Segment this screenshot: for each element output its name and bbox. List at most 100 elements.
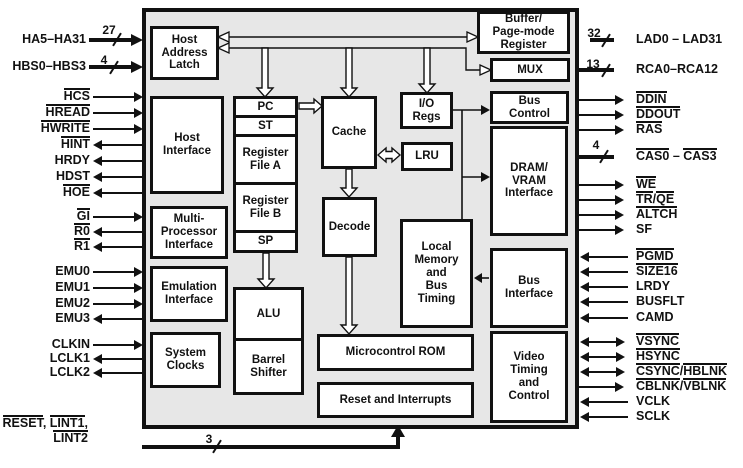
overlined-signal: R1 [74, 239, 90, 253]
block-label: Register [242, 146, 289, 159]
block-label: MUX [517, 63, 543, 76]
pin-label-hoe: HOE [63, 185, 90, 200]
block-lru: LRU [401, 142, 453, 171]
pin-wire [101, 358, 146, 360]
block-label: Reset and Interrupts [339, 393, 452, 406]
pin-label-hread: HREAD [46, 105, 90, 120]
decode-to-rom-arrow [339, 256, 359, 336]
block-label: LRU [415, 150, 439, 163]
pc-to-cache-arrow [298, 97, 324, 115]
block-label: Shifter [250, 366, 287, 379]
overlined-signal: HOE [62, 185, 90, 199]
block-reset-interrupts: Reset and Interrupts [317, 382, 474, 418]
block-label: Microcontrol ROM [345, 346, 446, 359]
reset-label-line: LINT2 [3, 431, 88, 446]
arrowhead-into-dram [481, 172, 490, 182]
block-label: Emulation [161, 281, 217, 294]
block-label: Register [500, 38, 547, 51]
pin-label-rca: RCA0–RCA12 [636, 62, 718, 77]
block-label: SP [257, 235, 274, 248]
overlined-signal: HBLNK [683, 364, 727, 378]
overlined-signal: CAS3 [683, 149, 717, 163]
pin-wire [93, 303, 135, 305]
cache-to-decode-arrow [339, 168, 359, 199]
pin-label-camd: CAMD [636, 310, 674, 325]
pin-wire [588, 271, 628, 273]
block-label: Timing [510, 364, 548, 377]
arrowhead [615, 210, 624, 220]
pin-label-r1: R1 [74, 239, 90, 254]
block-label: Bus [518, 94, 541, 107]
arrowhead [616, 352, 625, 362]
arrowhead [134, 299, 143, 309]
arrowhead [131, 34, 143, 46]
pin-wire [575, 386, 616, 388]
arrowhead [615, 180, 624, 190]
arrowhead [93, 227, 102, 237]
signal-text: EMU3 [55, 311, 90, 325]
overlined-signal: HREAD [45, 105, 90, 119]
signal-text: LCLK2 [49, 365, 90, 379]
overlined-signal: LINT2 [53, 431, 88, 445]
block-label: Latch [169, 59, 200, 72]
block-sp: SP [233, 230, 298, 253]
block-label: Clocks [166, 360, 205, 372]
sp-to-alu-arrow [256, 252, 276, 290]
arrowhead [580, 252, 589, 262]
signal-text: , [42, 416, 50, 430]
overlined-signal: HWRITE [40, 121, 90, 135]
arrowhead [93, 314, 102, 324]
pin-label-ddin: DDIN [636, 92, 667, 107]
signal-text: – [669, 149, 684, 163]
arrowhead [580, 397, 589, 407]
pin-label-ha: HA5–HA31 [22, 32, 86, 47]
bus-width-label: 27 [102, 23, 116, 37]
block-label: VRAM [512, 174, 546, 187]
pin-wire [575, 114, 616, 116]
pin-label-hsync: HSYNC [636, 349, 680, 364]
block-label: Bus [518, 275, 540, 288]
overlined-signal: CBLNK [636, 379, 680, 393]
block-decode: Decode [322, 197, 377, 257]
signal-text: HRDY [54, 153, 90, 167]
pin-label-lrdy: LRDY [636, 279, 670, 294]
block-label: and [426, 267, 447, 280]
signal-text: RCA0–RCA12 [636, 62, 718, 76]
pin-wire [588, 286, 628, 288]
arrowhead-into-latch [216, 41, 230, 55]
arrowhead [134, 283, 143, 293]
arrowhead [616, 367, 625, 377]
drop-to-io-regs [417, 47, 437, 95]
solid-arrowheads [474, 105, 490, 283]
pin-label-emu3: EMU3 [55, 311, 90, 326]
pin-label-csync_hblnk: CSYNC/HBLNK [636, 364, 727, 379]
arrowhead [615, 110, 624, 120]
arrowhead-into-mux [479, 63, 493, 77]
signal-text: / [679, 379, 684, 393]
arrowhead [616, 337, 625, 347]
arrowhead [134, 267, 143, 277]
arrowhead [580, 367, 589, 377]
block-label: Host [174, 132, 200, 145]
reset-interrupt-pins-label: RESET, LINT1,LINT2 [3, 416, 88, 446]
block-label: Host [171, 33, 198, 46]
pin-label-size16: SIZE16 [636, 264, 678, 279]
signal-text: BUSFLT [636, 294, 685, 308]
solid-wires [453, 109, 489, 279]
pin-label-vsync: VSYNC [636, 334, 679, 349]
pin-label-hwrite: HWRITE [41, 121, 90, 136]
signal-text: SF [636, 222, 652, 236]
arrowhead [615, 382, 624, 392]
pin-label-clkin: CLKIN [52, 337, 90, 352]
block-label: System [165, 347, 206, 360]
arrowhead [580, 267, 589, 277]
overlined-signal: LINT1 [49, 416, 85, 430]
pin-wire [93, 344, 135, 346]
arrowhead [580, 412, 589, 422]
arrowhead [131, 61, 143, 73]
